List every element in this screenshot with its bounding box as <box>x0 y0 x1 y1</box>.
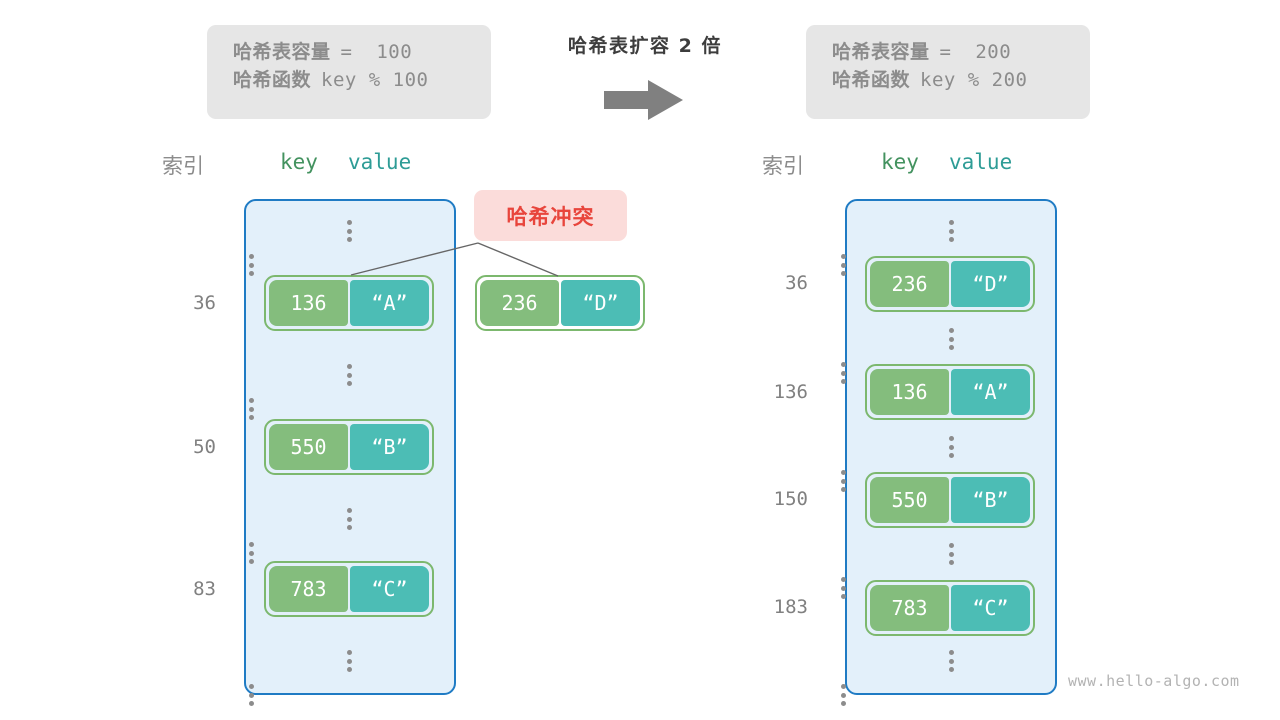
left-header-index: 索引 <box>162 154 204 178</box>
left-entry-key-783: 783 <box>269 566 348 612</box>
right-index-ellipsis-4 <box>712 650 846 706</box>
right-bucket-ellipsis-0 <box>948 220 954 242</box>
right-index-ellipsis-1 <box>712 328 846 384</box>
right-entry-key-783: 783 <box>870 585 949 631</box>
right-entry-value-A: “A” <box>951 369 1030 415</box>
left-entry-value-B: “B” <box>350 424 429 470</box>
right-entry-value-B: “B” <box>951 477 1030 523</box>
left-index-ellipsis-1 <box>120 364 254 420</box>
right-header-value: value <box>949 150 1013 174</box>
left-entry-value-C: “C” <box>350 566 429 612</box>
left-function-line: 哈希函数 key % 100 <box>233 67 465 95</box>
left-hash-table-info-box: 哈希表容量 = 100 哈希函数 key % 100 <box>207 25 491 119</box>
left-entry-key-550: 550 <box>269 424 348 470</box>
right-entry-pair-36[interactable]: 236 “D” <box>865 256 1035 312</box>
left-header-key: key <box>280 150 318 174</box>
left-function-value: key % 100 <box>321 68 429 91</box>
right-index-183: 183 <box>773 596 808 618</box>
overflow-entry-key-236: 236 <box>480 280 559 326</box>
right-index-ellipsis-2 <box>712 436 846 492</box>
left-entry-key-136: 136 <box>269 280 348 326</box>
ellipsis-icon <box>840 254 846 276</box>
right-function-value: key % 200 <box>920 68 1028 91</box>
ellipsis-icon <box>248 684 254 706</box>
ellipsis-icon <box>840 684 846 706</box>
left-index-36: 36 <box>193 292 216 314</box>
left-entry-pair-83[interactable]: 783 “C” <box>264 561 434 617</box>
right-entry-key-550: 550 <box>870 477 949 523</box>
left-index-ellipsis-0 <box>120 220 254 276</box>
right-index-136: 136 <box>773 381 808 403</box>
right-header-index: 索引 <box>762 154 804 178</box>
right-index-36: 36 <box>785 272 808 294</box>
right-index-ellipsis-0 <box>712 220 846 276</box>
left-index-ellipsis-2 <box>120 508 254 564</box>
right-function-line: 哈希函数 key % 200 <box>832 67 1064 95</box>
right-function-label: 哈希函数 <box>832 68 911 91</box>
right-entry-key-236: 236 <box>870 261 949 307</box>
right-bucket-ellipsis-4 <box>948 650 954 672</box>
left-entry-value-A: “A” <box>350 280 429 326</box>
right-hash-table-info-box: 哈希表容量 = 200 哈希函数 key % 200 <box>806 25 1090 119</box>
right-capacity-value: = 200 <box>939 41 1012 63</box>
page-title: 哈希表扩容 2 倍 <box>568 35 722 57</box>
ellipsis-icon <box>840 577 846 599</box>
right-bucket-ellipsis-3 <box>948 543 954 565</box>
left-entry-pair-50[interactable]: 550 “B” <box>264 419 434 475</box>
ellipsis-icon <box>248 254 254 276</box>
right-capacity-label: 哈希表容量 <box>832 41 930 63</box>
hash-collision-badge: 哈希冲突 <box>474 190 627 241</box>
site-watermark: www.hello-algo.com <box>1068 672 1240 690</box>
right-entry-key-136: 136 <box>870 369 949 415</box>
left-index-83: 83 <box>193 578 216 600</box>
left-bucket-ellipsis-2 <box>346 508 352 530</box>
right-entry-pair-183[interactable]: 783 “C” <box>865 580 1035 636</box>
right-bucket-ellipsis-1 <box>948 328 954 350</box>
ellipsis-icon <box>248 542 254 564</box>
left-capacity-line: 哈希表容量 = 100 <box>233 39 465 67</box>
right-entry-pair-136[interactable]: 136 “A” <box>865 364 1035 420</box>
left-index-ellipsis-3 <box>120 650 254 706</box>
overflow-entry-value-D: “D” <box>561 280 640 326</box>
right-index-150: 150 <box>773 488 808 510</box>
left-bucket-ellipsis-0 <box>346 220 352 242</box>
right-header-key: key <box>881 150 919 174</box>
right-entry-value-C: “C” <box>951 585 1030 631</box>
right-bucket-ellipsis-2 <box>948 436 954 458</box>
left-bucket-ellipsis-1 <box>346 364 352 386</box>
right-entry-pair-150[interactable]: 550 “B” <box>865 472 1035 528</box>
left-header-value: value <box>348 150 412 174</box>
ellipsis-icon <box>840 362 846 384</box>
left-function-label: 哈希函数 <box>233 68 312 91</box>
right-entry-value-D: “D” <box>951 261 1030 307</box>
left-capacity-value: = 100 <box>340 41 413 63</box>
right-index-ellipsis-3 <box>712 543 846 599</box>
left-entry-pair-36[interactable]: 136 “A” <box>264 275 434 331</box>
ellipsis-icon <box>840 470 846 492</box>
left-index-50: 50 <box>193 436 216 458</box>
right-capacity-line: 哈希表容量 = 200 <box>832 39 1064 67</box>
overflow-entry-pair-236[interactable]: 236 “D” <box>475 275 645 331</box>
ellipsis-icon <box>248 398 254 420</box>
left-bucket-ellipsis-3 <box>346 650 352 672</box>
left-capacity-label: 哈希表容量 <box>233 41 331 63</box>
right-arrow-icon <box>604 78 684 122</box>
